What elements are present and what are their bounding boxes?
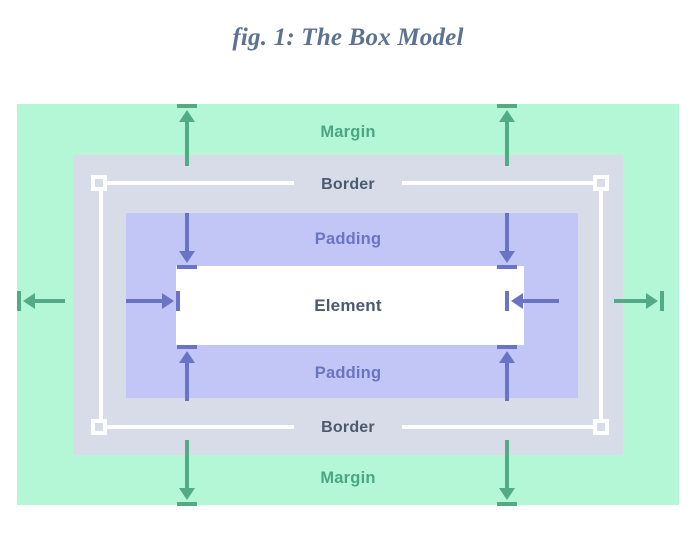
margin-arrow-up-right-icon bbox=[496, 104, 518, 166]
border-label-plate-bottom bbox=[294, 417, 402, 439]
page-title: fig. 1: The Box Model bbox=[232, 24, 464, 51]
margin-arrow-up-left-icon bbox=[176, 104, 198, 166]
padding-arrow-down-left-icon bbox=[176, 213, 198, 271]
border-guide-line-right bbox=[599, 183, 603, 427]
border-label-plate-top bbox=[294, 174, 402, 196]
resize-handle-bottom-left[interactable] bbox=[91, 419, 107, 435]
border-label-bottom: Border bbox=[321, 419, 375, 436]
resize-handle-top-left[interactable] bbox=[91, 175, 107, 191]
padding-label-top: Padding bbox=[314, 230, 382, 248]
element-label: Element bbox=[314, 296, 382, 315]
border-guide-line-left bbox=[99, 183, 103, 427]
padding-arrow-left-icon bbox=[505, 290, 559, 312]
handle-core bbox=[597, 179, 605, 187]
padding-label-bottom: Padding bbox=[314, 364, 382, 382]
padding-arrow-down-right-icon bbox=[496, 213, 518, 271]
margin-label-bottom: Margin bbox=[320, 469, 376, 487]
resize-handle-top-right[interactable] bbox=[593, 175, 609, 191]
resize-handle-bottom-right[interactable] bbox=[593, 419, 609, 435]
margin-arrow-down-right-icon bbox=[496, 440, 518, 506]
padding-arrow-up-right-icon bbox=[496, 345, 518, 401]
border-label-top: Border bbox=[321, 176, 375, 193]
padding-arrow-up-left-icon bbox=[176, 345, 198, 401]
margin-label-top: Margin bbox=[320, 123, 376, 141]
element-region bbox=[176, 266, 524, 345]
handle-core bbox=[597, 423, 605, 431]
handle-core bbox=[95, 179, 103, 187]
margin-arrow-right-icon bbox=[614, 290, 664, 312]
padding-arrow-right-icon bbox=[126, 290, 180, 312]
margin-arrow-left-icon bbox=[17, 290, 65, 312]
margin-arrow-down-left-icon bbox=[176, 440, 198, 506]
handle-core bbox=[95, 423, 103, 431]
